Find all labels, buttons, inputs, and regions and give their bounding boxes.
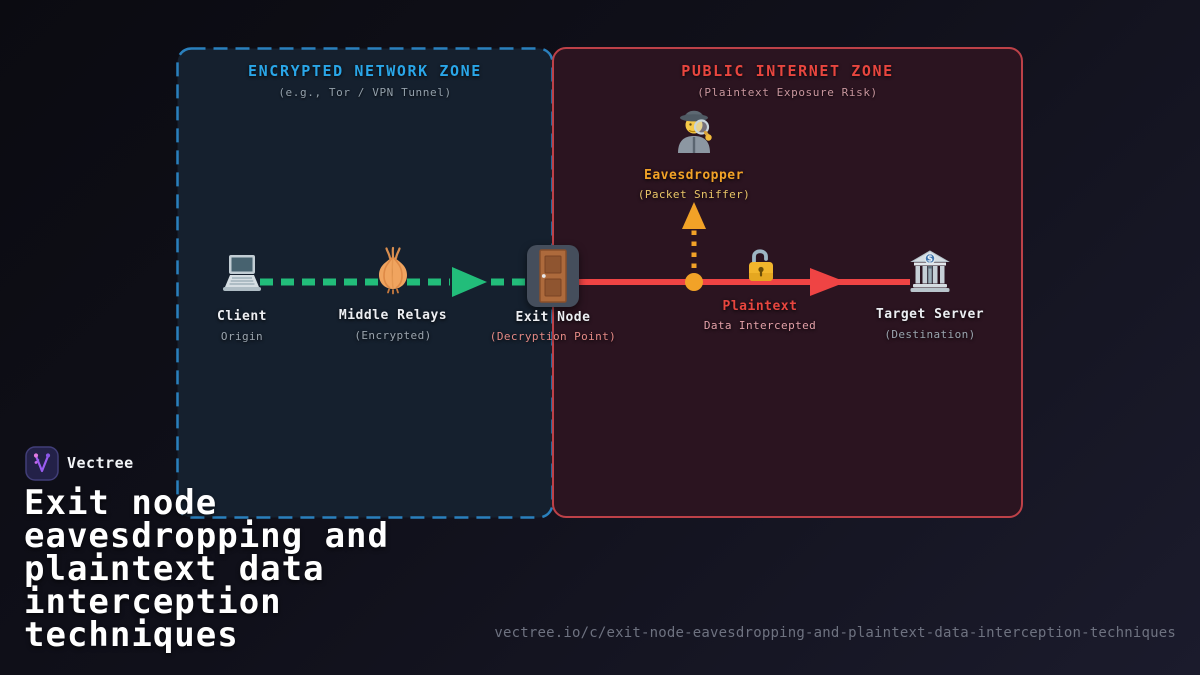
- target-server-sublabel: (Destination): [884, 328, 976, 341]
- vectree-logo-icon: [25, 446, 59, 481]
- eavesdropper-sublabel: (Packet Sniffer): [637, 188, 751, 201]
- laptop-icon: [223, 255, 261, 291]
- svg-text:$: $: [927, 255, 933, 265]
- node-plaintext: Plaintext Data Intercepted: [680, 244, 840, 332]
- detective-icon: [678, 110, 712, 153]
- exit-node-label: Exit Node: [515, 310, 591, 325]
- eavesdropper-label: Eavesdropper: [644, 168, 744, 183]
- middle-relays-sublabel: (Encrypted): [354, 329, 432, 342]
- brand-name: Vectree: [67, 454, 134, 472]
- door-icon: [539, 249, 567, 303]
- exit-node-box: [527, 245, 579, 307]
- page-title: Exit node eavesdropping and plaintext da…: [24, 483, 389, 655]
- client-sublabel: Origin: [220, 330, 264, 343]
- open-lock-icon: [749, 249, 773, 281]
- client-label: Client: [217, 309, 267, 324]
- footer-url: vectree.io/c/exit-node-eavesdropping-and…: [494, 625, 1176, 641]
- node-eavesdropper: Eavesdropper (Packet Sniffer): [604, 103, 784, 201]
- node-middle-relays: Middle Relays (Encrypted): [313, 245, 473, 342]
- middle-relays-label: Middle Relays: [338, 308, 448, 323]
- target-server-label: Target Server: [875, 307, 985, 322]
- exit-node-sublabel: (Decryption Point): [489, 330, 617, 343]
- plaintext-label: Plaintext: [722, 299, 798, 314]
- plaintext-sublabel: Data Intercepted: [703, 319, 817, 332]
- node-client: Client Origin: [182, 251, 302, 343]
- node-target-server: $ Target Server (Destination): [850, 248, 1010, 341]
- onion-icon: [379, 246, 407, 295]
- bank-icon: $: [910, 250, 950, 292]
- node-exit-node: Exit Node (Decryption Point): [468, 245, 638, 343]
